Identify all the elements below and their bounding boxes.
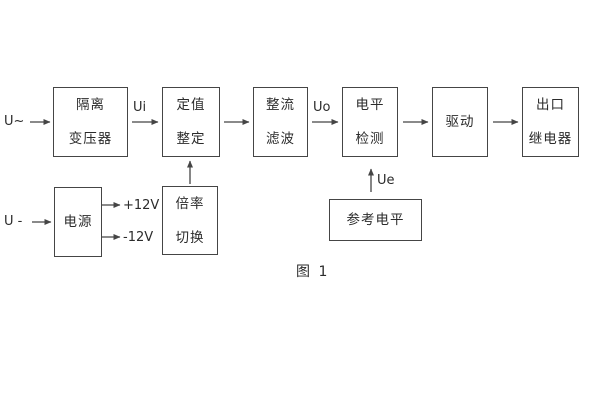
block-label: 电平 bbox=[355, 97, 385, 113]
neg-rail-label: -12V bbox=[123, 230, 154, 245]
block-reference-level: 参考电平 bbox=[329, 199, 422, 241]
block-label: 切换 bbox=[175, 229, 205, 246]
block-setting-adjust: 定值 整定 bbox=[162, 87, 220, 157]
block-isolation-transformer: 隔离 变压器 bbox=[53, 87, 128, 157]
ue-signal-label: Ue bbox=[377, 173, 395, 188]
dc-input-label: U - bbox=[4, 214, 23, 229]
ac-input-label: U~ bbox=[4, 114, 25, 129]
block-level-detect: 电平 检测 bbox=[342, 87, 398, 157]
block-label: 滤波 bbox=[266, 131, 295, 147]
ui-signal-label: Ui bbox=[133, 100, 147, 115]
block-label: 继电器 bbox=[528, 131, 573, 147]
uo-signal-label: Uo bbox=[313, 100, 331, 115]
block-rectifier-filter: 整流 滤波 bbox=[253, 87, 308, 157]
block-driver: 驱动 bbox=[432, 87, 488, 157]
block-ratio-switch: 倍率 切换 bbox=[162, 186, 218, 255]
figure-caption: 图 1 bbox=[296, 264, 330, 280]
block-label: 电源 bbox=[63, 214, 93, 230]
block-power-supply: 电源 bbox=[54, 187, 102, 257]
block-label: 变压器 bbox=[68, 131, 113, 147]
block-label: 参考电平 bbox=[346, 212, 405, 228]
block-label: 隔离 bbox=[76, 97, 105, 113]
block-label: 整流 bbox=[266, 97, 295, 113]
block-output-relay: 出口 继电器 bbox=[522, 87, 579, 157]
block-label: 倍率 bbox=[175, 195, 205, 212]
block-label: 检测 bbox=[355, 131, 385, 147]
block-label: 整定 bbox=[176, 131, 206, 147]
pos-rail-label: +12V bbox=[123, 198, 160, 213]
block-label: 定值 bbox=[176, 97, 206, 113]
block-label: 出口 bbox=[536, 97, 565, 113]
block-label: 驱动 bbox=[445, 114, 475, 130]
